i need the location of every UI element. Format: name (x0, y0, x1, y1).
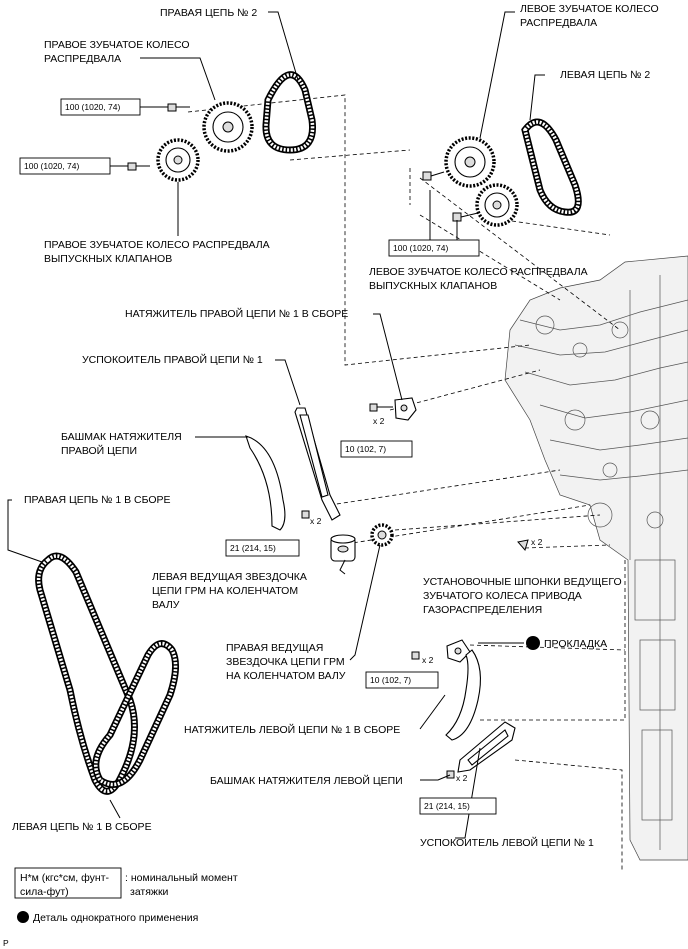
label-left-cam-sprocket: ЛЕВОЕ ЗУБЧАТОЕ КОЛЕСО (520, 3, 659, 15)
torque-value: 10 (102, 7) (345, 444, 386, 454)
legend-unit-desc: затяжки (130, 886, 169, 898)
qty-marker: x 2 (531, 537, 543, 547)
label-crank-keys: УСТАНОВОЧНЫЕ ШПОНКИ ВЕДУЩЕГО (423, 576, 622, 588)
label-left-cam-sprocket: РАСПРЕДВАЛА (520, 17, 597, 29)
qty-marker: x 2 (310, 516, 322, 526)
torque-box-6: 10 (102, 7) (365, 671, 439, 689)
label-left-crank-sprocket: ЛЕВАЯ ВЕДУЩАЯ ЗВЕЗДОЧКА (152, 571, 307, 583)
label-left-crank-sprocket: ЦЕПИ ГРМ НА КОЛЕНЧАТОМ (152, 585, 298, 597)
left-exhaust-camshaft-sprocket (475, 183, 519, 227)
right-chain-damper (294, 407, 341, 521)
left-tensioner-slipper (445, 649, 481, 741)
torque-value: 21 (214, 15) (424, 801, 470, 811)
label-right-tensioner: НАТЯЖИТЕЛЬ ПРАВОЙ ЦЕПИ № 1 В СБОРЕ (125, 307, 348, 320)
torque-value: 21 (214, 15) (230, 543, 276, 553)
legend-single-use: Деталь однократного применения (33, 912, 198, 924)
single-use-dot-icon (526, 636, 540, 650)
torque-value: 100 (1020, 74) (65, 102, 120, 112)
label-right-exhaust-sprocket: ПРАВОЕ ЗУБЧАТОЕ КОЛЕСО РАСПРЕДВАЛА (44, 239, 270, 251)
legend: Н*м (кгс*см, фунт- сила-фут) : номинальн… (14, 867, 238, 924)
bolt-icon (411, 651, 420, 660)
label-gasket: ПРОКЛАДКА (544, 638, 607, 650)
qty-marker: x 2 (456, 773, 468, 783)
legend-unit: сила-фут) (20, 886, 69, 898)
left-chain-1-illustration (92, 640, 179, 788)
label-right-chain-1: ПРАВАЯ ЦЕПЬ № 1 В СБОРЕ (24, 494, 171, 506)
label-left-tensioner: НАТЯЖИТЕЛЬ ЛЕВОЙ ЦЕПИ № 1 В СБОРЕ (184, 723, 400, 736)
label-crank-keys: ЗУБЧАТОГО КОЛЕСА ПРИВОДА (423, 590, 582, 602)
label-left-chain-2: ЛЕВАЯ ЦЕПЬ № 2 (560, 69, 650, 81)
label-left-crank-sprocket: ВАЛУ (152, 599, 180, 611)
label-right-damper: УСПОКОИТЕЛЬ ПРАВОЙ ЦЕПИ № 1 (82, 353, 263, 366)
torque-box-5: 21 (214, 15) (225, 539, 300, 557)
right-chain-2-illustration (262, 71, 317, 154)
torque-value: 100 (1020, 74) (393, 243, 448, 253)
label-right-crank-sprocket: ЗВЕЗДОЧКА ЦЕПИ ГРМ (226, 656, 345, 668)
label-left-damper: УСПОКОИТЕЛЬ ЛЕВОЙ ЦЕПИ № 1 (420, 836, 594, 849)
legend-unit-desc: : номинальный момент (125, 872, 238, 884)
label-right-slipper: БАШМАК НАТЯЖИТЕЛЯ (61, 431, 182, 443)
single-use-dot-icon (17, 911, 29, 923)
torque-value: 100 (1020, 74) (24, 161, 79, 171)
label-left-slipper: БАШМАК НАТЯЖИТЕЛЯ ЛЕВОЙ ЦЕПИ (210, 774, 403, 787)
legend-unit: Н*м (кгс*см, фунт- (20, 872, 110, 884)
right-chain-tensioner (394, 397, 417, 421)
label-right-exhaust-sprocket: ВЫПУСКНЫХ КЛАПАНОВ (44, 253, 172, 265)
torque-box-1: 100 (1020, 74) (60, 98, 141, 116)
torque-box-7: 21 (214, 15) (419, 797, 497, 815)
label-right-cam-sprocket: ПРАВОЕ ЗУБЧАТОЕ КОЛЕСО (44, 39, 190, 51)
corner-mark: P (3, 938, 9, 948)
left-chain-2-illustration (521, 118, 582, 216)
qty-marker: x 2 (422, 655, 434, 665)
left-camshaft-sprocket (444, 136, 496, 188)
torque-value: 10 (102, 7) (370, 675, 411, 685)
label-right-slipper: ПРАВОЙ ЦЕПИ (61, 444, 137, 457)
left-crank-sprocket (330, 534, 356, 562)
right-exhaust-camshaft-sprocket (156, 138, 200, 182)
torque-box-2: 100 (1020, 74) (19, 157, 111, 175)
bolt-icon (301, 510, 310, 519)
label-right-cam-sprocket: РАСПРЕДВАЛА (44, 53, 121, 65)
leader-lines (7, 11, 545, 839)
left-chain-damper (457, 721, 516, 773)
left-chain-tensioner (446, 639, 471, 663)
label-right-crank-sprocket: НА КОЛЕНЧАТОМ ВАЛУ (226, 670, 346, 682)
bolt-icon (446, 770, 455, 779)
label-crank-keys: ГАЗОРАСПРЕДЕЛЕНИЯ (423, 604, 542, 616)
label-left-chain-1: ЛЕВАЯ ЦЕПЬ № 1 В СБОРЕ (12, 821, 152, 833)
engine-block-illustration (504, 255, 688, 861)
right-chain-1-illustration (35, 552, 138, 795)
bolt-icon (369, 403, 393, 412)
bolt-icon (127, 162, 150, 171)
label-left-exhaust-sprocket: ЛЕВОЕ ЗУБЧАТОЕ КОЛЕСО РАСПРЕДВАЛА (369, 266, 588, 278)
bolt-icon (422, 171, 445, 181)
label-right-chain-2: ПРАВАЯ ЦЕПЬ № 2 (160, 7, 257, 19)
right-tensioner-slipper (245, 435, 286, 531)
bolt-icon (167, 103, 190, 112)
qty-marker: x 2 (373, 416, 385, 426)
right-crank-sprocket (370, 523, 394, 547)
crank-key-icon (517, 539, 529, 552)
label-left-exhaust-sprocket: ВЫПУСКНЫХ КЛАПАНОВ (369, 280, 497, 292)
torque-box-3: 100 (1020, 74) (388, 239, 480, 257)
label-right-crank-sprocket: ПРАВАЯ ВЕДУЩАЯ (226, 642, 323, 654)
torque-box-4: 10 (102, 7) (340, 440, 413, 458)
right-camshaft-sprocket (202, 101, 254, 153)
bolt-icon (452, 212, 479, 222)
